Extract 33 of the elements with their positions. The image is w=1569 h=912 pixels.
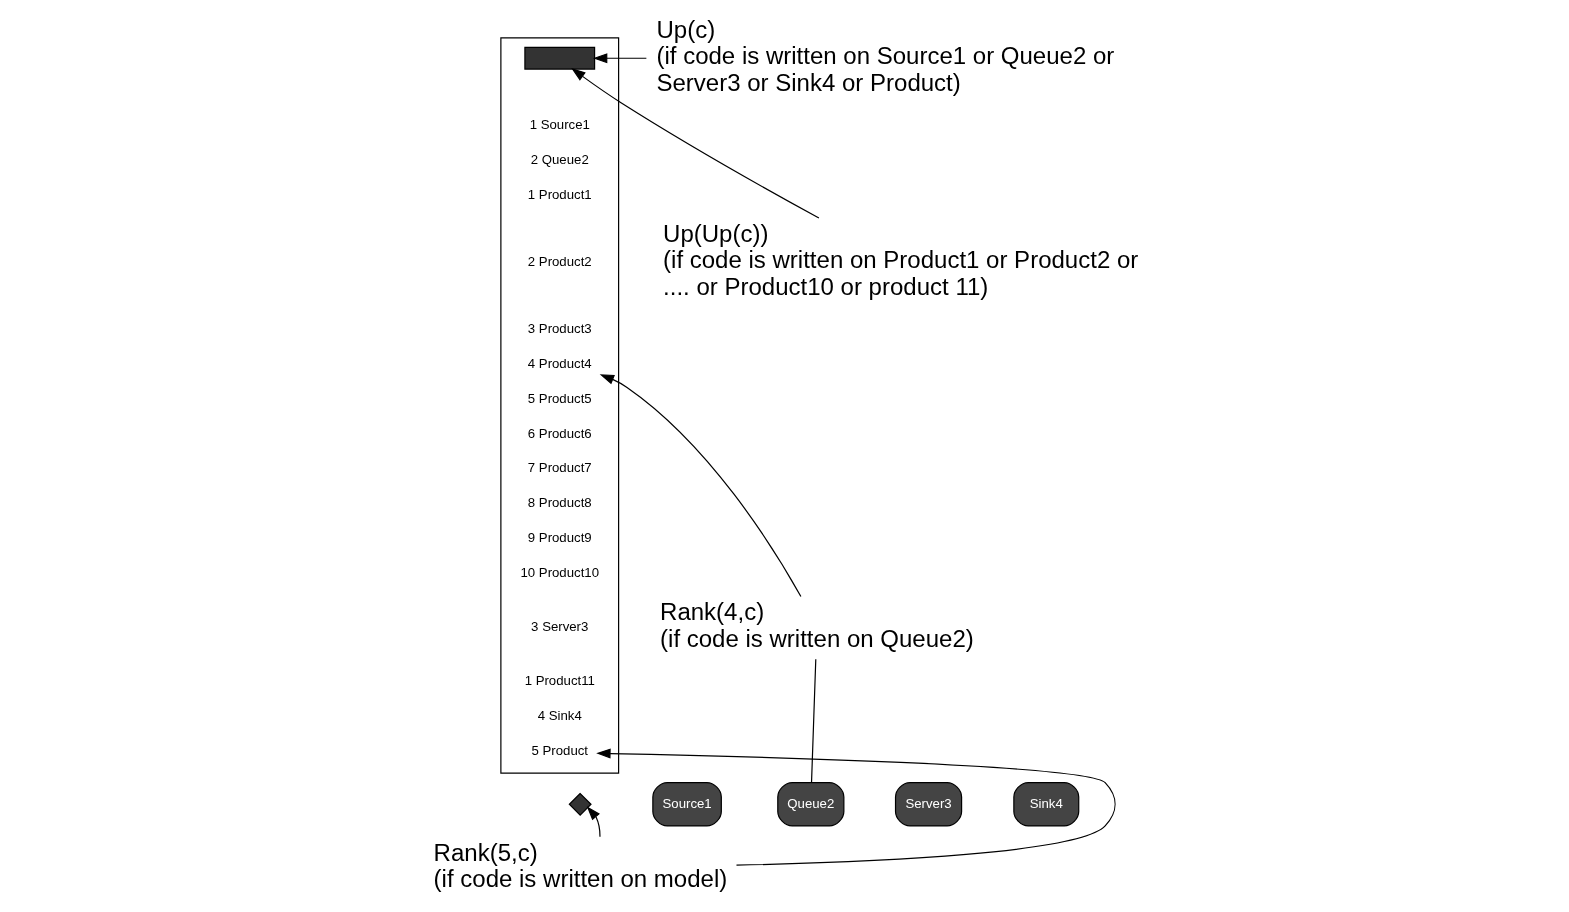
arrow bbox=[586, 805, 601, 837]
node-box: Server3 bbox=[894, 781, 962, 826]
node-text: 2 Queue2 bbox=[530, 151, 589, 167]
node-text: 3 Server3 bbox=[530, 618, 588, 634]
node-text: 4 Product4 bbox=[527, 355, 592, 371]
node-text: 7 Product7 bbox=[527, 459, 592, 475]
node-box bbox=[523, 46, 595, 70]
node-box: Queue2 bbox=[776, 781, 844, 826]
node-diamond bbox=[568, 792, 592, 816]
arrow bbox=[595, 748, 1116, 866]
node-text: 10 Product10 bbox=[519, 564, 599, 580]
node-text: Rank(5,c) (if code is written on model) bbox=[433, 838, 727, 892]
node-text: 1 Product1 bbox=[527, 186, 592, 202]
arrow bbox=[570, 67, 819, 219]
node-text: 1 Source1 bbox=[529, 116, 590, 132]
node-box: Sink4 bbox=[1012, 781, 1079, 826]
node-text: 9 Product9 bbox=[527, 529, 592, 545]
node-text: 5 Product bbox=[530, 742, 588, 758]
arrow bbox=[592, 52, 647, 63]
node-box: Source1 bbox=[651, 781, 722, 826]
arrow bbox=[599, 373, 801, 597]
node-text: Up(Up(c)) (if code is written on Product1 or Product2 or .... or Product10 or product 11) bbox=[662, 219, 1138, 300]
node-text: 3 Product3 bbox=[527, 320, 592, 336]
cluster bbox=[499, 36, 619, 774]
node-text: 4 Sink4 bbox=[537, 707, 582, 723]
node-text: Up(c) (if code is written on Source1 or Queue2 or Server3 or Sink4 or Product) bbox=[655, 15, 1114, 96]
node-text: Rank(4,c) (if code is written on Queue2) bbox=[659, 597, 974, 652]
connector bbox=[810, 658, 816, 783]
node-text: 8 Product8 bbox=[527, 494, 592, 510]
node-text: 5 Product5 bbox=[527, 390, 592, 406]
node-text: 1 Product11 bbox=[524, 672, 595, 688]
node-text: 6 Product6 bbox=[527, 425, 592, 441]
node-text: 2 Product2 bbox=[527, 253, 592, 269]
